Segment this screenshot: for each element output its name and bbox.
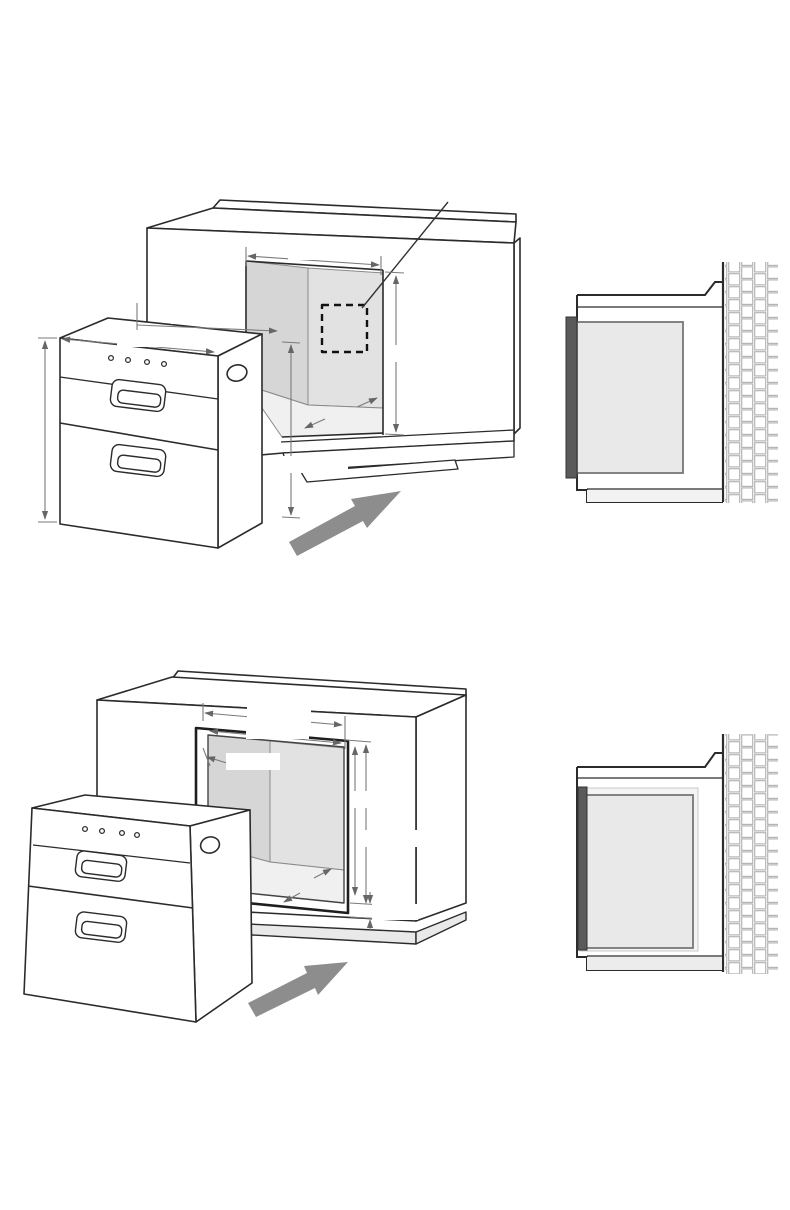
control-dots — [107, 354, 168, 368]
drawer-handle-bottom-2 — [74, 911, 128, 943]
appliance-2 — [23, 794, 253, 1023]
cavity-back-wall — [307, 267, 384, 409]
section-appliance-body — [576, 321, 684, 474]
drawer-handle-top-2 — [74, 850, 128, 882]
vent-leader-line — [361, 201, 449, 309]
section2-appliance-body — [584, 794, 694, 949]
insert-direction-arrow-icon-2 — [248, 962, 348, 1017]
appliance — [59, 317, 263, 549]
drawer-handle-top — [109, 378, 167, 413]
appliance-front-face — [59, 337, 219, 549]
section-front-panel-protruding — [565, 316, 578, 479]
wall-bricks-2 — [725, 734, 778, 974]
island2-plinth-right — [415, 911, 467, 945]
insert-direction-arrow-icon — [289, 491, 401, 556]
side-knockout-circle — [226, 364, 248, 382]
section2-front-panel-flush — [577, 786, 588, 951]
fully-embedded-diagram — [23, 670, 467, 1023]
appliance2-right-face — [189, 809, 253, 1023]
semi-embedded-section — [565, 262, 778, 503]
drawer-divider-2 — [27, 885, 194, 909]
control-dots-2 — [81, 825, 141, 839]
section-cabinet-outline-2 — [576, 752, 723, 971]
cavity2-back-wall — [269, 740, 345, 871]
side-knockout-circle-2 — [199, 836, 221, 854]
cavity-interior — [245, 260, 384, 438]
semi-embedded-diagram — [38, 199, 521, 556]
island-foot — [300, 459, 459, 483]
island-right-edge — [513, 237, 521, 435]
wall-bricks — [725, 262, 778, 503]
vent-dashed-square — [320, 303, 369, 354]
island2-right-face — [415, 694, 467, 922]
drawer-divider — [59, 422, 219, 451]
island2-plinth-front — [247, 923, 417, 945]
fully-embedded-section — [576, 734, 778, 974]
dimension-labels-top — [117, 243, 455, 473]
drawer-handle-bottom — [109, 443, 167, 478]
dimension-labels-bottom — [226, 707, 423, 920]
